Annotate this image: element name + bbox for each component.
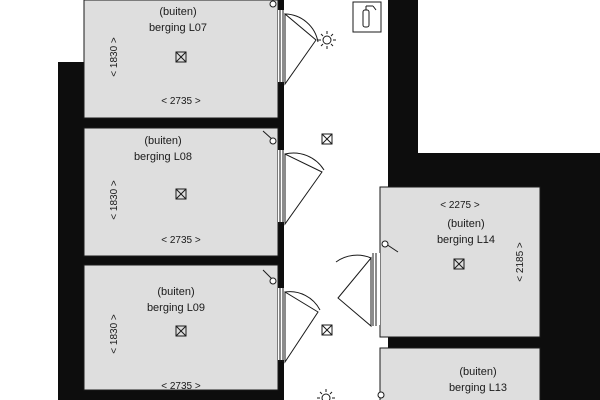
room-L08: (buiten) berging L08 < 2735 > < 1830 > [83,127,279,257]
room-L14-area [379,186,541,338]
room-L14: < 2275 > (buiten) berging L14 < 2185 > [379,186,541,338]
room-label-line1: (buiten) [157,286,194,298]
height-dimension: < 1830 > [109,180,120,220]
door-handle-icon [269,137,277,145]
ceiling-light-icon [453,258,465,270]
fire-extinguisher-icon [352,1,382,33]
room-L07-area [83,0,279,119]
room-label-line2: berging L08 [134,151,192,163]
room-label-line1: (buiten) [459,366,496,378]
door-handle-icon [269,0,277,8]
height-dimension: < 2185 > [515,242,526,282]
door-L09 [262,269,321,364]
room-label-line2: berging L13 [449,382,507,394]
room-label-line2: berging L07 [149,22,207,34]
outside-left [0,0,58,400]
height-dimension: < 1830 > [109,314,120,354]
room-L09: (buiten) berging L09 < 2735 > < 1830 > [83,264,279,392]
room-label-line2: berging L09 [147,302,205,314]
emergency-light-icon [317,389,335,400]
door-handle-icon [381,240,389,248]
height-dimension: < 1830 > [109,37,120,77]
ceiling-light-icon [321,324,333,336]
ceiling-light-icon [321,133,333,145]
room-L09-area [83,264,279,391]
width-dimension: < 2735 > [161,96,201,107]
room-L07: (buiten) berging L07 < 2735 > < 1830 > [83,0,279,119]
room-label-line1: (buiten) [144,135,181,147]
ceiling-light-icon [175,188,187,200]
width-dimension: < 2735 > [161,381,201,392]
room-L13-area [379,347,541,400]
door-handle-icon [269,277,277,285]
door-L07 [269,0,319,86]
width-dimension: < 2275 > [440,200,480,211]
width-dimension: < 2735 > [161,235,201,246]
door-handle-icon [377,391,385,399]
room-L13: (buiten) berging L13 [379,347,541,400]
ceiling-light-icon [175,325,187,337]
room-label-line2: berging L14 [437,234,495,246]
emergency-light-icon [318,31,336,49]
door-L08 [262,130,325,226]
ceiling-light-icon [175,51,187,63]
room-label-line1: (buiten) [447,218,484,230]
outside-top-right [418,0,600,153]
door-L14 [335,240,399,399]
room-label-line1: (buiten) [159,6,196,18]
